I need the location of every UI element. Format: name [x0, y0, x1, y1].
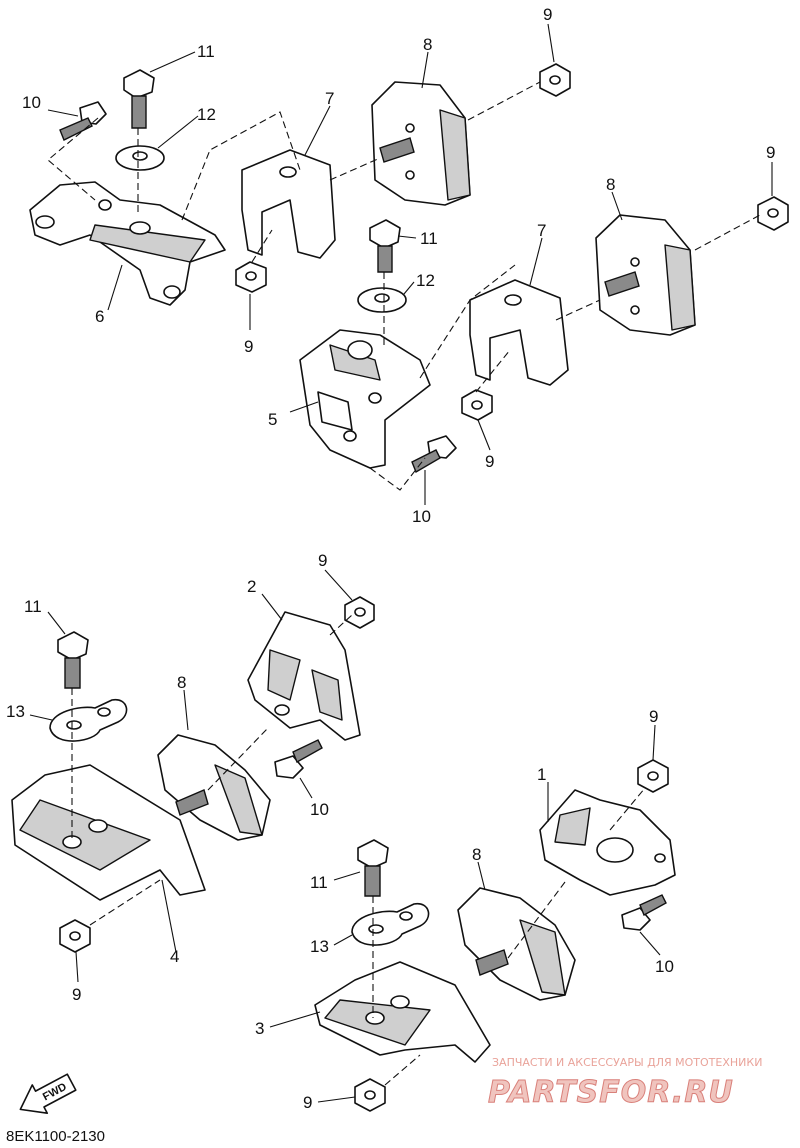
bolt-10-lower-right [621, 894, 667, 931]
nut-9-top-left-lower [235, 261, 267, 293]
callout-5: 5 [268, 410, 277, 429]
nut-9-lower-right-bottom [354, 1078, 386, 1112]
callout-11-a: 11 [197, 42, 215, 61]
bolt-11-top-left [123, 69, 155, 129]
damper-7-top-left [241, 149, 336, 259]
callout-9-h: 9 [303, 1093, 312, 1112]
callout-6: 6 [95, 307, 104, 326]
damper-7-middle [469, 279, 569, 386]
callout-9-f: 9 [649, 707, 658, 726]
bracket-2 [247, 611, 361, 741]
callout-12-b: 12 [416, 271, 435, 290]
callout-3: 3 [255, 1019, 264, 1038]
callout-9-d: 9 [485, 452, 494, 471]
callout-12-a: 12 [197, 105, 216, 124]
alignment-lines [47, 81, 761, 1086]
bracket-6 [29, 181, 226, 306]
nut-9-middle [461, 389, 493, 421]
nut-9-middle-right [757, 196, 789, 231]
callout-9-g: 9 [72, 985, 81, 1004]
bolt-10-top-left [59, 101, 107, 141]
callout-9-e: 9 [318, 551, 327, 570]
leader-lines [29, 23, 773, 1103]
bolt-11-lower-right [357, 839, 389, 897]
callout-labels: 1 2 3 4 5 6 7 7 8 8 8 8 9 9 9 9 9 9 9 9 … [6, 5, 775, 1112]
callout-11-c: 11 [24, 597, 42, 616]
bracket-1 [539, 789, 676, 896]
callout-2: 2 [247, 577, 256, 596]
callout-7-middle: 7 [537, 221, 546, 240]
callout-9-a: 9 [543, 5, 552, 24]
callout-13-b: 13 [310, 937, 329, 956]
plate-13-lower-left [49, 698, 128, 742]
nut-9-lower-left-bottom [59, 919, 91, 953]
callout-8-top: 8 [423, 35, 432, 54]
bolt-11-middle [369, 219, 401, 273]
mount-8-lower-left [157, 734, 271, 841]
bracket-3 [314, 961, 491, 1063]
callout-11-d: 11 [310, 873, 328, 892]
callout-9-c: 9 [244, 337, 253, 356]
callout-9-b: 9 [766, 143, 775, 162]
callout-8-middle: 8 [606, 175, 615, 194]
nut-9-top-right-1 [539, 63, 571, 97]
callout-10-c: 10 [310, 800, 329, 819]
washer-12-middle [357, 287, 407, 313]
bracket-4 [11, 764, 206, 901]
callout-10-b: 10 [412, 507, 431, 526]
bracket-5 [299, 329, 431, 469]
bolt-11-lower-left [57, 631, 89, 689]
watermark-brand: PARTSFOR.RU [488, 1075, 734, 1110]
callout-8-lower-right: 8 [472, 845, 481, 864]
washer-12-top-left [115, 145, 165, 171]
bolt-10-lower-left [274, 739, 323, 779]
callout-10-a: 10 [22, 93, 41, 112]
callout-1: 1 [537, 765, 546, 784]
callout-7-top: 7 [325, 89, 334, 108]
nut-9-lower-left-top [344, 596, 375, 629]
diagram-part-code: 8EK1100-2130 [6, 1128, 105, 1145]
fwd-arrow: FWD [19, 1073, 77, 1114]
callout-11-b: 11 [420, 229, 438, 248]
callout-13-a: 13 [6, 702, 25, 721]
watermark-tagline: ЗАПЧАСТИ И АКСЕССУАРЫ ДЛЯ МОТОТЕХНИКИ [492, 1056, 762, 1069]
mount-8-top [371, 81, 471, 206]
mount-8-lower-right [457, 887, 576, 1001]
mount-8-middle [595, 214, 696, 336]
watermark: ЗАПЧАСТИ И АКСЕССУАРЫ ДЛЯ МОТОТЕХНИКИ PA… [488, 1056, 763, 1111]
callout-8-lower-left: 8 [177, 673, 186, 692]
nut-9-lower-right-top [637, 759, 669, 793]
callout-4: 4 [170, 947, 179, 966]
plate-13-lower-right [351, 902, 430, 946]
callout-10-d: 10 [655, 957, 674, 976]
